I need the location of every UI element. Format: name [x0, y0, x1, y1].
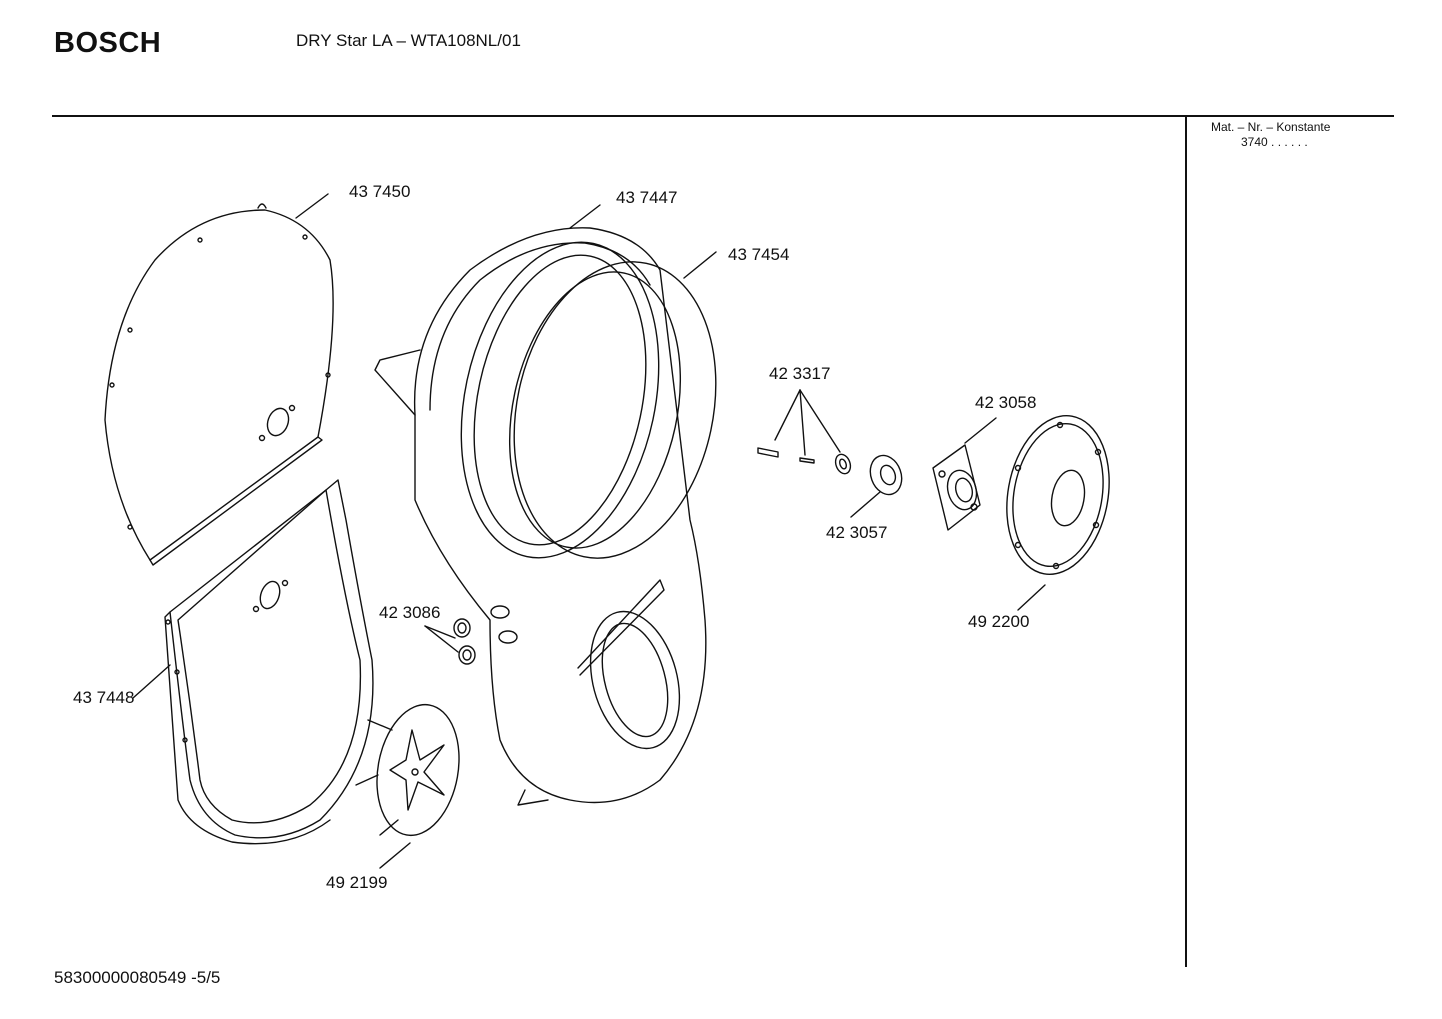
part-label-437448: 43 7448: [73, 688, 135, 707]
part-label-492199: 49 2199: [326, 873, 388, 892]
part-437454-drum-ring[interactable]: [486, 243, 742, 577]
part-437448-front-cover[interactable]: [132, 479, 374, 845]
sidebar-divider: [1185, 116, 1187, 967]
part-437450-cover-plate[interactable]: [104, 193, 334, 566]
part-label-423086: 42 3086: [379, 603, 441, 622]
part-label-437454: 43 7454: [728, 245, 790, 264]
document-id: 58300000080549 -5/5: [54, 968, 221, 987]
part-label-423317: 42 3317: [769, 364, 831, 383]
page-title: DRY Star LA – WTA108NL/01: [296, 31, 521, 50]
material-number-label: Mat. – Nr. – Konstante: [1211, 120, 1331, 134]
part-492200-flange-plate[interactable]: [995, 408, 1121, 611]
part-label-437447: 43 7447: [616, 188, 678, 207]
part-label-423057: 42 3057: [826, 523, 888, 542]
part-label-423058: 42 3058: [975, 393, 1037, 412]
part-label-492200: 49 2200: [968, 612, 1030, 631]
brand-logo: BOSCH: [54, 27, 162, 59]
header-divider: [52, 115, 1394, 117]
material-number-value: 3740 . . . . . .: [1241, 135, 1308, 149]
part-label-437450: 43 7450: [349, 182, 411, 201]
part-437447-housing[interactable]: [374, 204, 707, 806]
part-423057-bearing[interactable]: [850, 451, 907, 518]
part-423086-grommets[interactable]: [424, 618, 476, 665]
part-423317-fastener-set[interactable]: [757, 389, 853, 476]
part-423058-bearing-bracket[interactable]: [932, 417, 997, 531]
part-492199-fan-wheel[interactable]: [355, 698, 469, 869]
